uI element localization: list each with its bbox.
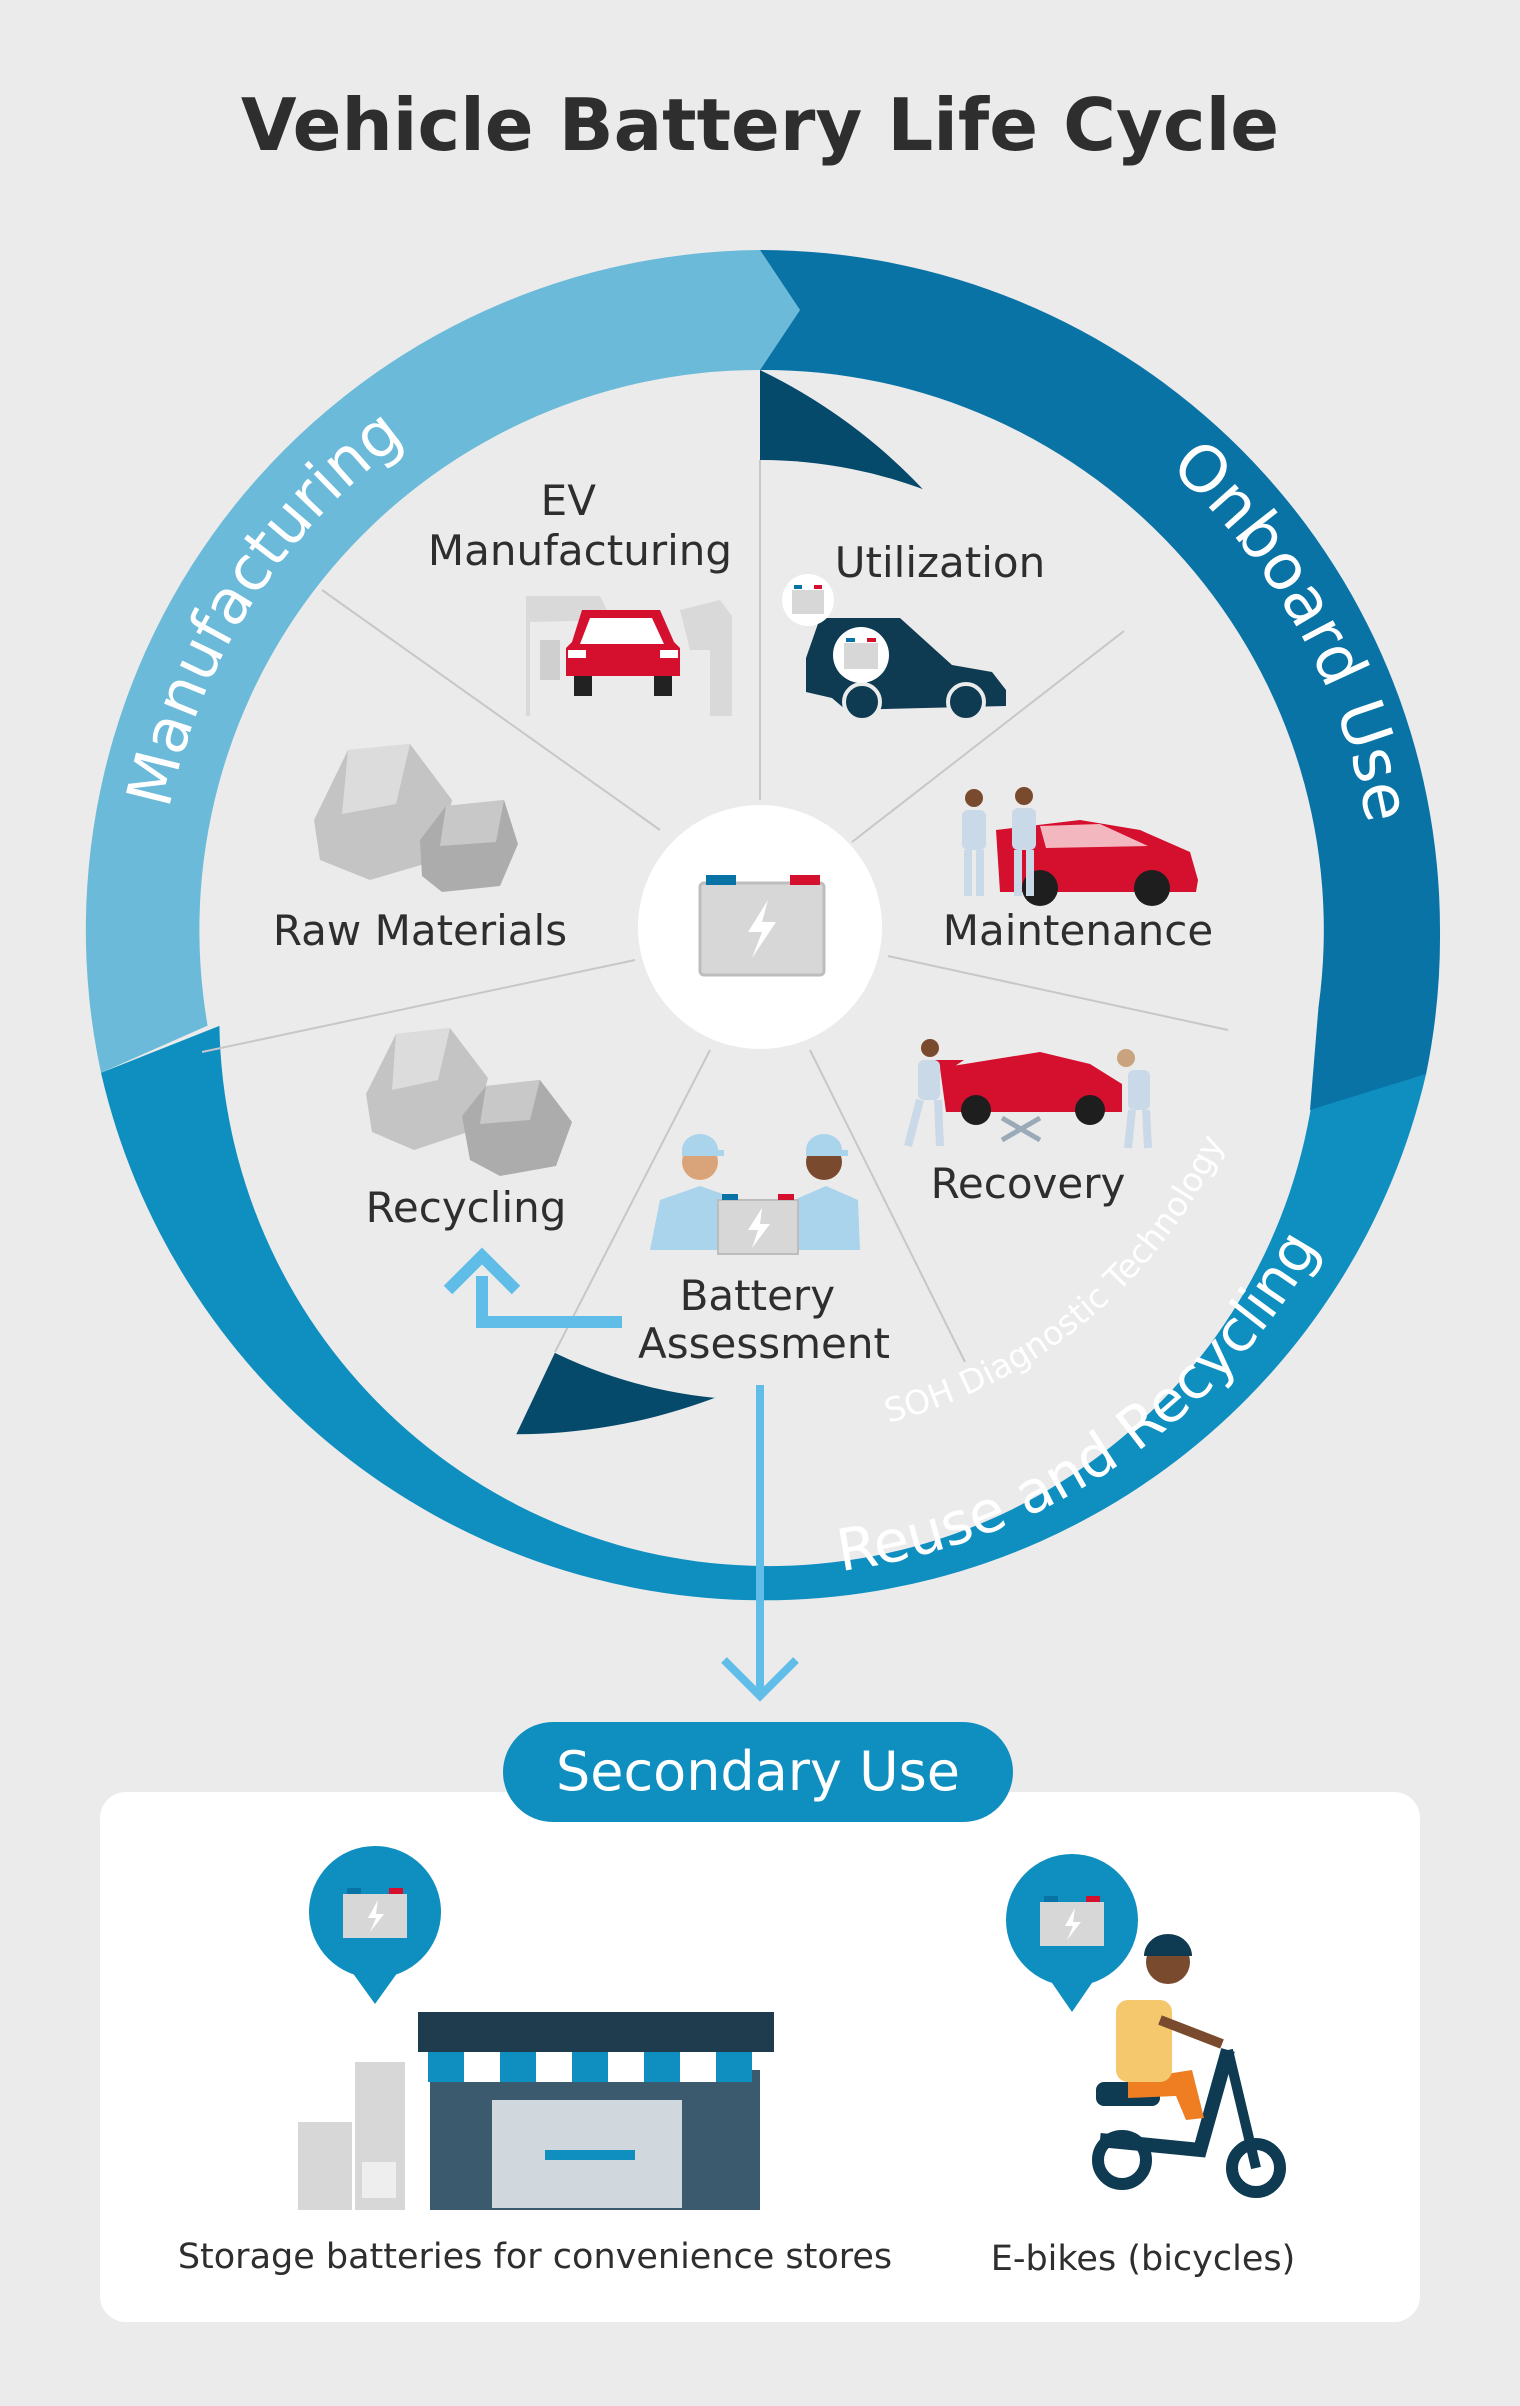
center-battery xyxy=(638,805,882,1049)
convenience-store-item: Storage batteries for convenience stores xyxy=(178,1846,892,2277)
maintenance-label: Maintenance xyxy=(943,906,1213,955)
recycling-label: Recycling xyxy=(366,1183,567,1232)
stage-recovery: Recovery xyxy=(904,1039,1152,1208)
factory-car-icon xyxy=(526,596,732,716)
stage-ev-manufacturing: EV Manufacturing xyxy=(428,476,732,716)
recovery-label: Recovery xyxy=(931,1159,1126,1208)
secondary-use-pill xyxy=(503,1722,1013,1822)
onboard-use-arc xyxy=(760,250,1441,1110)
ebike-item: E-bikes (bicycles) xyxy=(991,1854,1296,2279)
battery-assessment-label: Battery Assessment xyxy=(638,1271,890,1368)
manufacturing-arc xyxy=(85,250,800,1073)
stage-recycling: Recycling xyxy=(366,1028,622,1328)
battery-icon xyxy=(698,875,826,977)
storage-batteries-caption: Storage batteries for convenience stores xyxy=(178,2237,892,2277)
ebikes-caption: E-bikes (bicycles) xyxy=(991,2239,1296,2279)
battery-pin-icon xyxy=(309,1846,441,2004)
page-title: Vehicle Battery Life Cycle xyxy=(241,83,1279,167)
stage-raw-materials: Raw Materials xyxy=(273,744,567,955)
car-lift-icon xyxy=(904,1039,1152,1149)
ebike-rider-icon xyxy=(1092,1934,1286,2198)
battery-pin-icon xyxy=(1006,1854,1138,2012)
ore-rocks-icon xyxy=(366,1028,572,1176)
recycling-return-arrow xyxy=(476,1276,622,1328)
stage-utilization: Utilization xyxy=(782,538,1045,722)
reuse-recycling-arc xyxy=(101,1007,1427,1601)
ev-manufacturing-label: EV Manufacturing xyxy=(428,476,732,575)
raw-rocks-icon xyxy=(314,744,518,892)
secondary-use-heading: Secondary Use xyxy=(556,1740,960,1803)
store-awning xyxy=(428,2052,752,2082)
storefront-icon xyxy=(298,2012,774,2210)
secondary-use-arrow xyxy=(721,1385,799,1702)
stage-dividers xyxy=(201,460,1229,1363)
mechanics-car-icon xyxy=(962,787,1198,906)
battery-badge-icon xyxy=(782,574,889,683)
stage-maintenance: Maintenance xyxy=(943,787,1213,955)
raw-materials-label: Raw Materials xyxy=(273,906,567,955)
inspectors-icon xyxy=(650,1134,860,1255)
stage-battery-assessment: Battery Assessment xyxy=(638,1134,890,1368)
utilization-label: Utilization xyxy=(835,538,1045,587)
